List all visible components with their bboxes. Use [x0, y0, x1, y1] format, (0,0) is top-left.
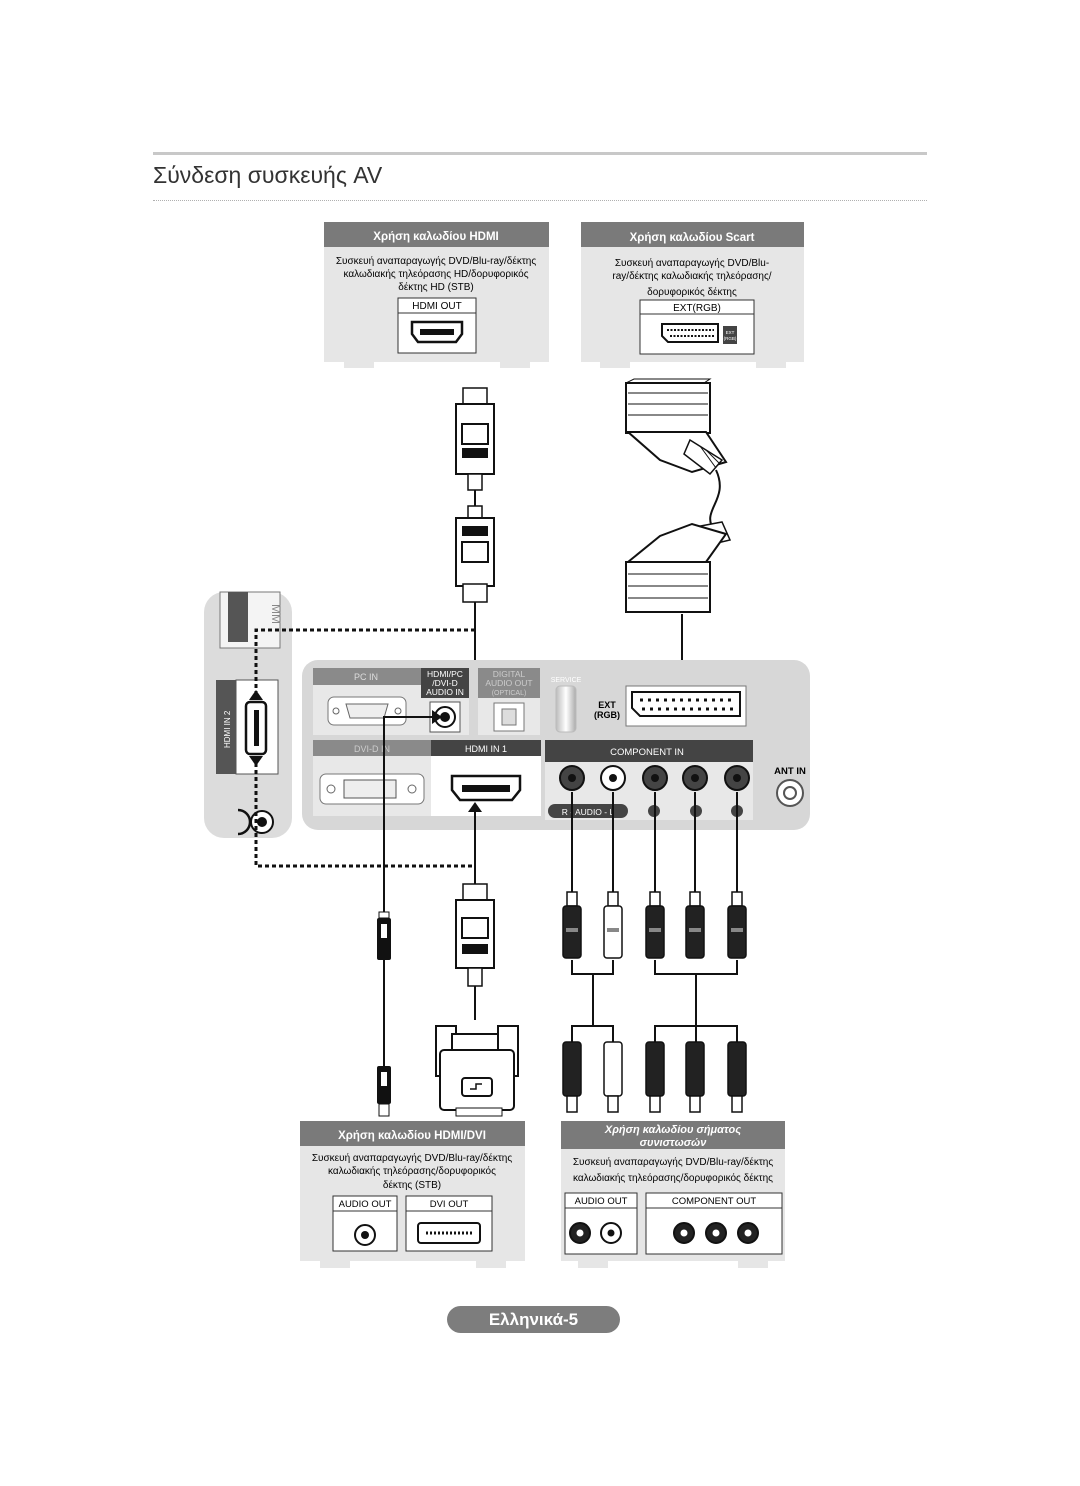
dvi-d-in-label: DVI-D IN: [354, 744, 390, 754]
audio-row-label: R - AUDIO - L: [562, 807, 615, 817]
hdmi-pc-label-3: AUDIO IN: [426, 687, 464, 697]
rca-plugs: [562, 891, 747, 1113]
tv-ext-label-2: (RGB): [594, 710, 620, 720]
audio-out-label-comp: AUDIO OUT: [575, 1196, 628, 1207]
hdmi-dvi-box-desc-1: Συσκευή αναπαραγωγής DVD/Blu-ray/δέκτης: [312, 1152, 513, 1164]
hdmi-cable-top: [455, 387, 495, 774]
digital-audio-label-1: DIGITAL: [493, 669, 526, 679]
scart-cable: [625, 378, 732, 690]
rca-cables: [571, 792, 738, 1042]
ant-in-label: ANT IN: [774, 766, 806, 777]
hdmi-in-2-dotted-link: [254, 628, 475, 868]
page-title: Σύνδεση συσκευής AV: [153, 162, 383, 188]
scart-device-box: Χρήση καλωδίου Scart Συσκευή αναπαραγωγή…: [581, 222, 804, 368]
hdmi-dvi-cable: [435, 802, 519, 1117]
ext-rgb-mini-label-2: (RGB): [724, 336, 737, 341]
component-in-label: COMPONENT IN: [610, 747, 684, 758]
page-number-label: Ελληνικά-5: [447, 1306, 620, 1333]
component-box-desc-1: Συσκευή αναπαραγωγής DVD/Blu-ray/δέκτης: [573, 1156, 774, 1168]
tv-rear-panel: PC IN HDMI/PC /DVI-D AUDIO IN DIGITAL AU…: [302, 660, 810, 830]
tv-side-panel: MM HDMI IN 2: [204, 591, 292, 838]
service-label: SERVICE: [551, 677, 582, 684]
hdmi-dvi-box-header: Χρήση καλωδίου HDMI/DVI: [338, 1130, 486, 1142]
component-device-box: Χρήση καλωδίου σήματος συνιστωσών Συσκευ…: [561, 1121, 785, 1268]
pc-in-label: PC IN: [354, 672, 378, 682]
hdmi-device-box: Χρήση καλωδίου HDMI Συσκευή αναπαραγωγής…: [324, 222, 549, 368]
hdmi-dvi-box-desc-2: καλωδιακής τηλεόρασης/δορυφορικός: [328, 1165, 496, 1177]
ext-rgb-label: EXT(RGB): [673, 303, 721, 314]
hdmi-in-1-label: HDMI IN 1: [465, 744, 507, 754]
component-box-header-2: συνιστωσών: [640, 1137, 708, 1149]
digital-audio-label-3: (OPTICAL): [492, 690, 527, 697]
audio-cable: [377, 710, 442, 1117]
component-out-label: COMPONENT OUT: [672, 1196, 756, 1207]
scart-box-desc-1: Συσκευή αναπαραγωγής DVD/Blu-: [615, 257, 769, 269]
scart-port-icon: [661, 323, 719, 343]
hdmi-out-label: HDMI OUT: [412, 301, 461, 312]
hdmi-box-header: Χρήση καλωδίου HDMI: [373, 231, 498, 243]
digital-audio-label-2: AUDIO OUT: [485, 678, 532, 688]
scart-box-desc-3: δορυφορικός δέκτης: [647, 286, 737, 298]
audio-out-label-dvi: AUDIO OUT: [339, 1199, 392, 1210]
component-box-header-1: Χρήση καλωδίου σήματος: [604, 1124, 741, 1136]
tv-ext-label-1: EXT: [598, 700, 616, 710]
title-rule: [153, 152, 927, 155]
title-dotted-rule: [153, 200, 927, 201]
hdmi-box-desc-2: καλωδιακής τηλεόρασης HD/δορυφορικός: [343, 268, 528, 280]
component-box-desc-2: καλωδιακής τηλεόρασης/δορυφορικός δέκτης: [573, 1172, 773, 1184]
hdmi-in-2-label: HDMI IN 2: [223, 710, 232, 748]
hdmi-pc-label-2: /DVI-D: [432, 678, 458, 688]
scart-box-desc-2: ray/δέκτης καλωδιακής τηλεόρασης/: [612, 270, 771, 282]
side-mark: MM: [269, 604, 283, 624]
hdmi-box-desc-3: δέκτης HD (STB): [398, 281, 473, 293]
service-port: [555, 685, 577, 733]
ext-rgb-mini-label-1: EXT: [726, 330, 735, 335]
component-in-jacks[interactable]: [559, 765, 750, 791]
dvi-out-label: DVI OUT: [430, 1199, 469, 1210]
hdmi-dvi-box-desc-3: δέκτης (STB): [383, 1179, 441, 1191]
hdmi-dvi-device-box: Χρήση καλωδίου HDMI/DVI Συσκευή αναπαραγ…: [300, 1121, 525, 1268]
hdmi-box-desc-1: Συσκευή αναπαραγωγής DVD/Blu-ray/δέκτης: [336, 255, 537, 267]
scart-box-header: Χρήση καλωδίου Scart: [630, 232, 755, 244]
hdmi-pc-label-1: HDMI/PC: [427, 669, 463, 679]
